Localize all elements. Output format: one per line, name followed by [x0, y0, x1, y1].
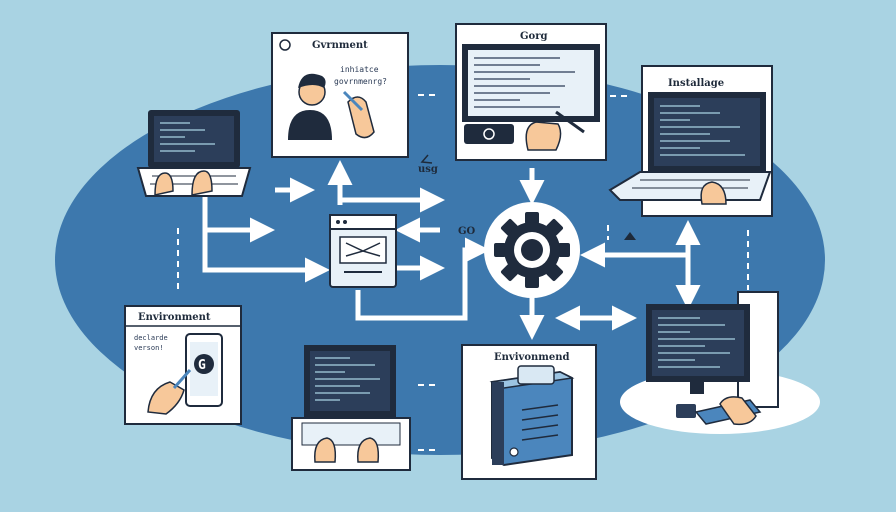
dashed-guides — [177, 94, 749, 451]
arrow-down-loop — [355, 237, 490, 321]
panel-government-line-1: inhiatce — [340, 65, 379, 74]
laptop-icon — [291, 345, 411, 471]
monitor-icon — [620, 291, 820, 434]
panel-installage-title: Installage — [668, 78, 724, 89]
usg-label: usg — [418, 164, 438, 175]
gear-icon — [484, 202, 580, 298]
panel-envivonmend-title: Envivonmend — [494, 352, 569, 363]
panel-government: Gvrnment inhiatce govrnmenrg? — [271, 32, 409, 158]
phone-glyph: G — [198, 358, 206, 373]
browser-icon — [329, 214, 397, 288]
arrow-left-up — [202, 185, 330, 283]
panel-environment-line-1: declarde — [134, 334, 168, 342]
arrow-to-center — [337, 165, 445, 213]
panel-gorg-title: Gorg — [520, 31, 547, 42]
panel-installage: Installage — [608, 65, 773, 217]
laptop-icon — [608, 92, 772, 205]
connector-arrows — [202, 160, 701, 340]
monitor-icon — [462, 44, 600, 122]
panel-gorg: Gorg — [455, 23, 607, 161]
panel-environment-line-2: verson! — [134, 344, 164, 352]
panel-environment: Environment declarde verson! G — [124, 305, 242, 425]
go-label: GO — [458, 226, 476, 237]
server-icon — [489, 365, 575, 467]
squiggle-mark — [420, 154, 433, 164]
panel-government-line-2: govrnmenrg? — [334, 77, 387, 86]
laptop-icon — [136, 110, 252, 197]
caret-mark — [624, 232, 636, 240]
panel-envivonmend: Envivonmend — [461, 344, 597, 480]
panel-government-title: Gvrnment — [312, 40, 368, 51]
phone-icon: G — [185, 333, 223, 407]
panel-environment-title: Environment — [138, 312, 211, 323]
